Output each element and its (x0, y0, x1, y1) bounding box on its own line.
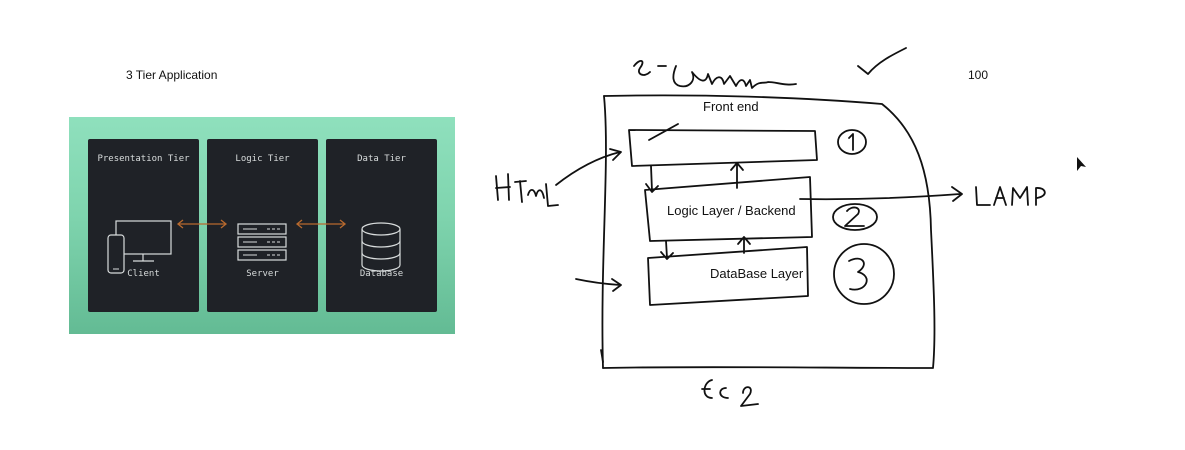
tier-heading: Presentation Tier (97, 154, 190, 164)
tier-footer: Server (246, 269, 279, 279)
server-icon (237, 223, 287, 261)
tier-footer: Database (359, 269, 404, 279)
tier-heading: Logic Tier (235, 154, 290, 164)
database-box (647, 246, 809, 306)
devices-icon (107, 220, 172, 274)
cursor-icon (1077, 157, 1086, 171)
double-arrow-icon (295, 219, 347, 229)
double-arrow-icon (176, 219, 228, 229)
frontend-box (628, 129, 818, 167)
three-tier-panel: Presentation Tier Client Logic Tier Serv… (69, 117, 455, 334)
count-label: 100 (968, 68, 989, 82)
logic-box (644, 176, 813, 242)
logic-layer-label: Logic Layer / Backend (667, 203, 796, 218)
tier-card-data: Data Tier Database (326, 139, 437, 312)
diagram-title: 3 Tier Application (126, 68, 218, 82)
sketch-outline (601, 95, 607, 369)
database-layer-label: DataBase Layer (710, 266, 804, 281)
tier-footer: Client (127, 269, 160, 279)
frontend-label: Front end (703, 99, 759, 114)
database-icon (361, 222, 401, 272)
tier-heading: Data Tier (357, 154, 406, 164)
